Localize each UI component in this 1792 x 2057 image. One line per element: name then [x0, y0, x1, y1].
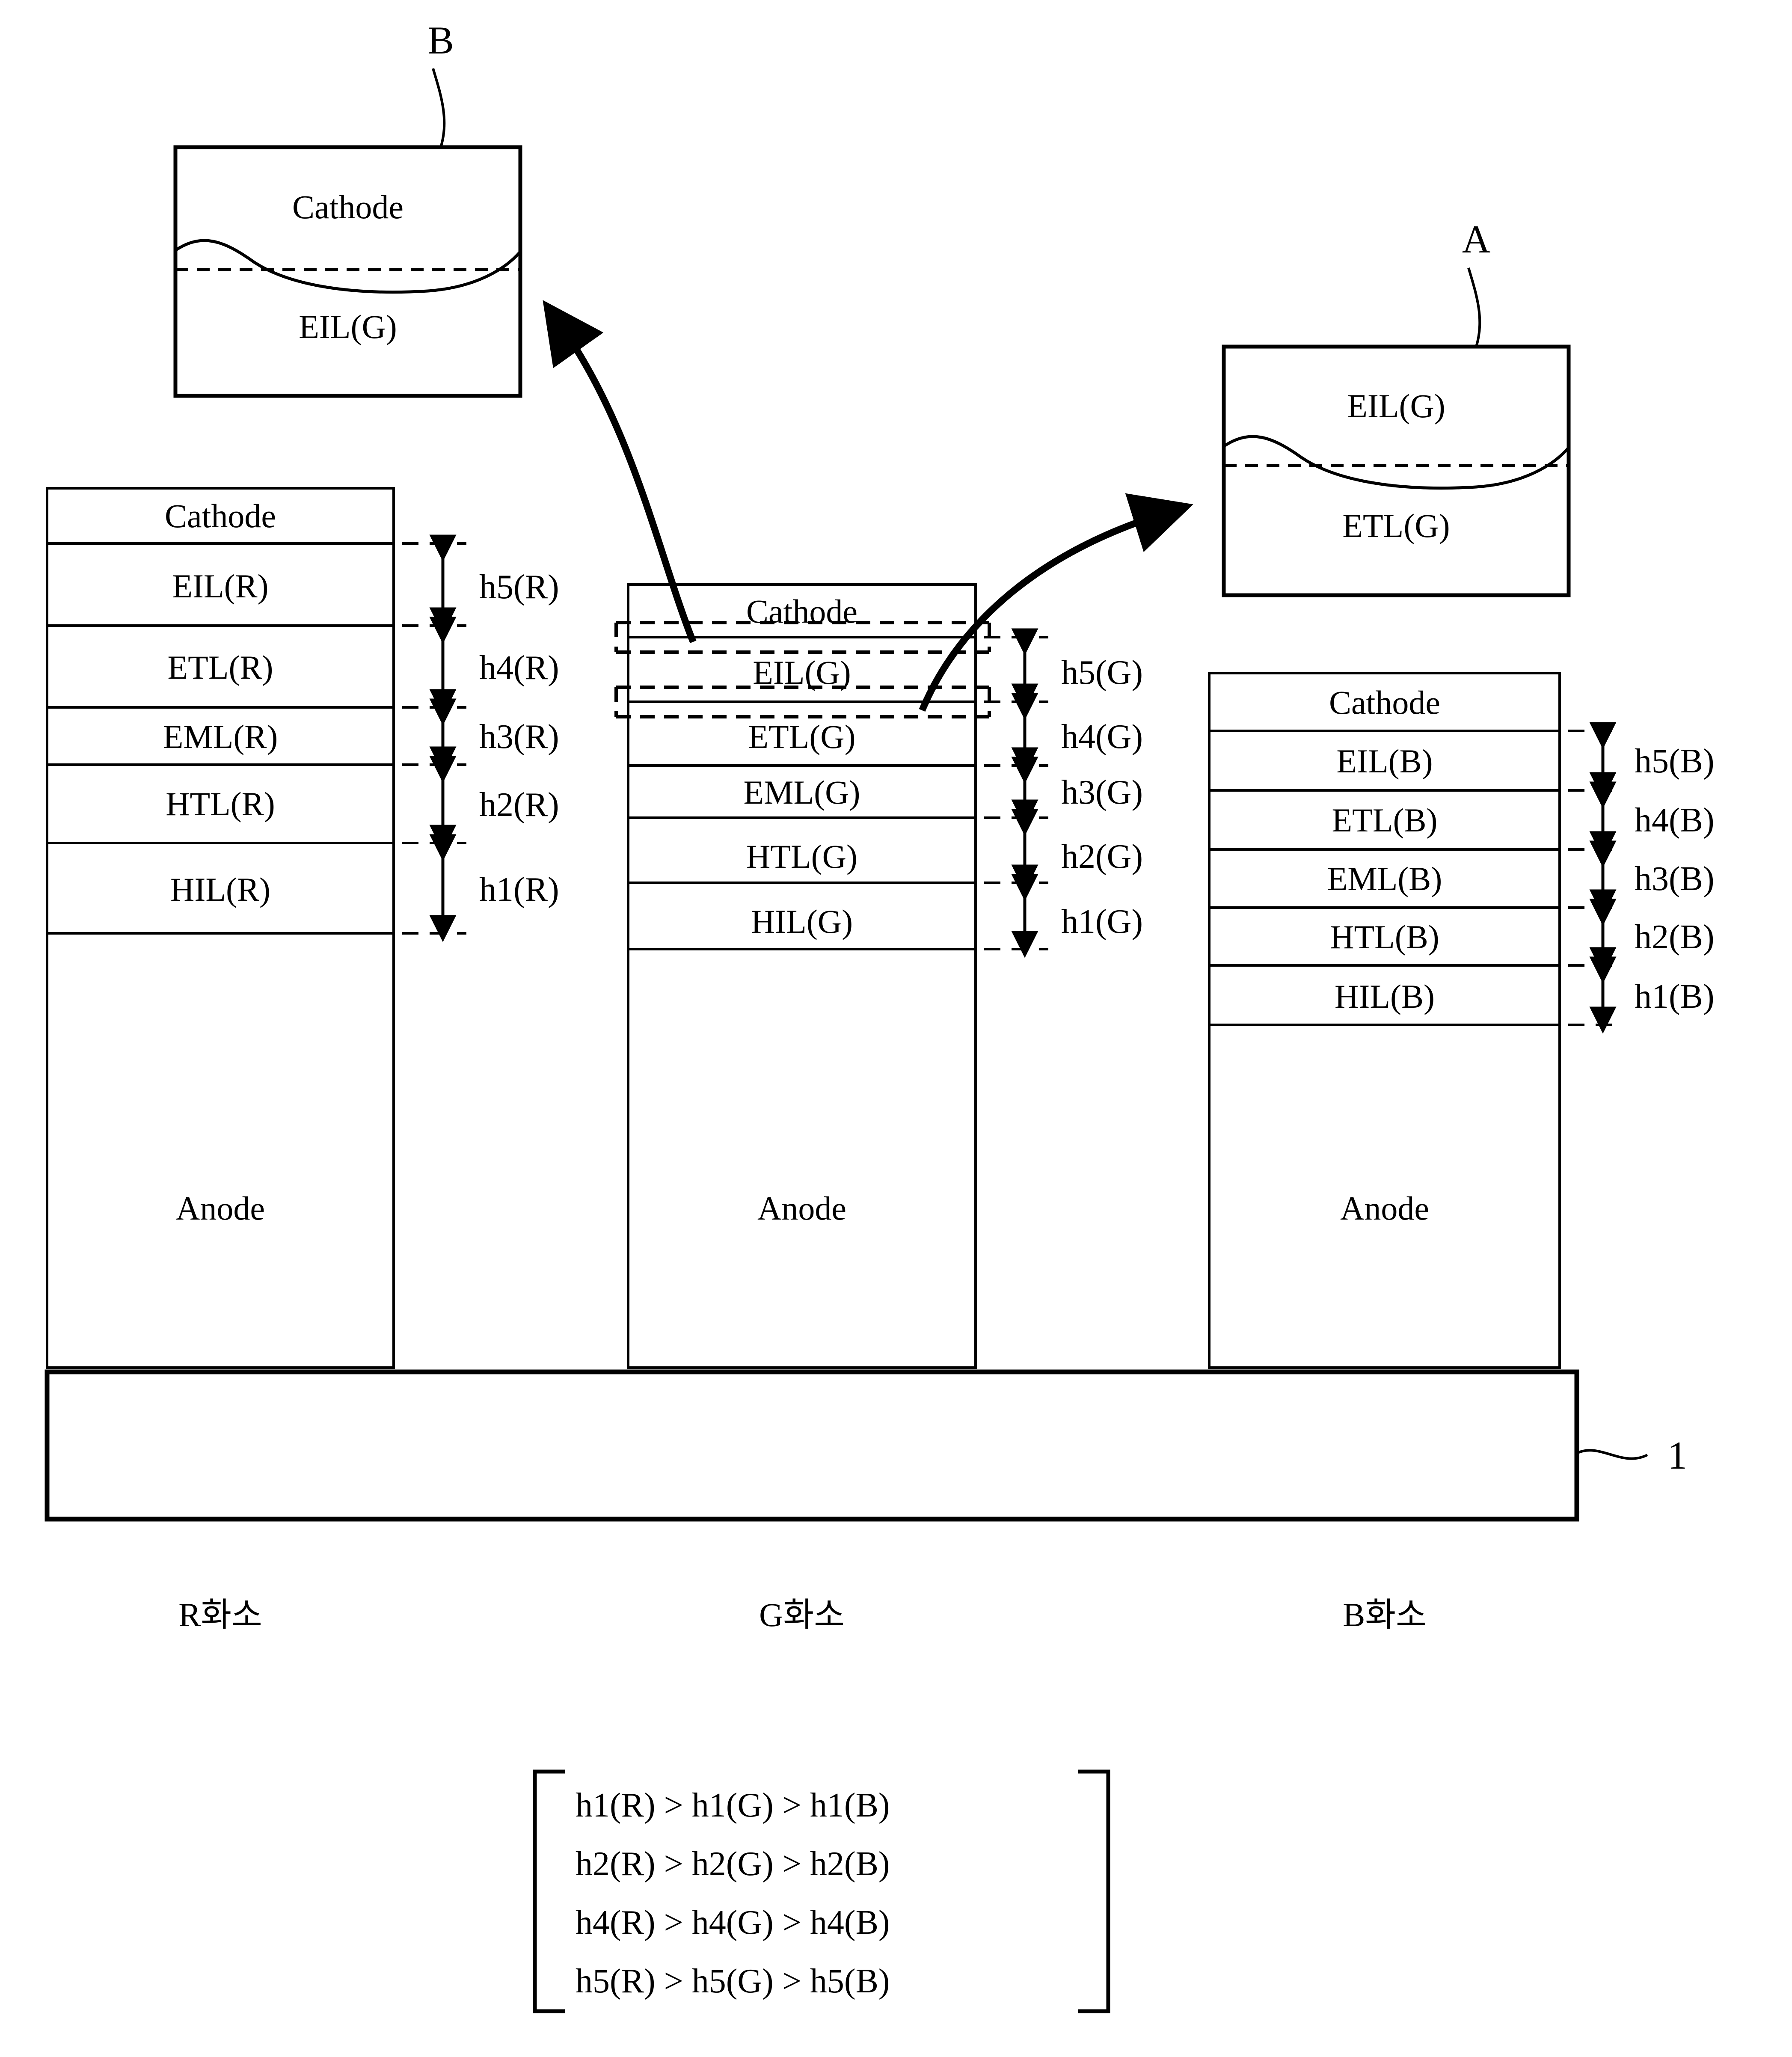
callout-a-label: A — [1462, 217, 1490, 261]
stack-g-height-h2: h2(G) — [1061, 838, 1143, 876]
stack-g-layer-hil: HIL(G) — [751, 903, 853, 940]
stack-b-height-h5: h5(B) — [1635, 742, 1715, 780]
stack-r-layer-anode: Anode — [176, 1190, 265, 1227]
stack-r-height-h5: h5(R) — [479, 568, 559, 606]
stack-r-layer-cathode: Cathode — [165, 497, 276, 534]
relations-bracket — [533, 1769, 1110, 2013]
stack-b-height-h4: h4(B) — [1635, 801, 1715, 839]
stack-g-height-h1: h1(G) — [1061, 903, 1143, 941]
stack-g: Cathode EIL(G) ETL(G) EML(G) HTL(G) HIL(… — [614, 583, 1143, 1369]
stack-r-height-h4: h4(R) — [479, 649, 559, 687]
stack-g-layer-eil: EIL(G) — [753, 654, 851, 691]
stack-r-layer-etl: ETL(R) — [168, 649, 273, 686]
detail-marker-box-bottom — [614, 686, 991, 718]
substrate: 1 — [45, 1369, 1687, 1522]
stack-g-layer-htl: HTL(G) — [746, 838, 857, 875]
stack-r: Cathode EIL(R) ETL(R) EML(R) HTL(R) HIL(… — [46, 487, 559, 1369]
relation-h2: h2(R) > h2(G) > h2(B) — [576, 1845, 890, 1883]
stack-b-layer-htl: HTL(B) — [1330, 918, 1439, 956]
detail-marker-box-top — [614, 621, 991, 654]
stack-r-height-h3: h3(R) — [479, 718, 559, 756]
stack-b-layer-etl: ETL(B) — [1332, 801, 1438, 839]
stack-r-height-h1: h1(R) — [479, 871, 559, 908]
stack-g-layer-eml: EML(G) — [744, 774, 860, 811]
stack-g-height-h5: h5(G) — [1061, 654, 1143, 692]
callout-arrow-b — [543, 300, 697, 643]
stack-b: Cathode EIL(B) ETL(B) EML(B) HTL(B) HIL(… — [1208, 672, 1715, 1369]
stack-r-layer-htl: HTL(R) — [166, 785, 275, 822]
stack-g-layer-etl: ETL(G) — [748, 718, 855, 755]
callout-box-b: Cathode EIL(G) B — [173, 18, 522, 398]
stack-b-height-h2: h2(B) — [1635, 918, 1715, 956]
stack-b-height-h1: h1(B) — [1635, 978, 1715, 1015]
stack-b-layer-anode: Anode — [1340, 1190, 1429, 1227]
callout-box-a: EIL(G) ETL(G) A — [1222, 217, 1571, 597]
stack-b-layer-cathode: Cathode — [1329, 684, 1440, 721]
stack-r-layer-eml: EML(R) — [163, 718, 278, 755]
stack-r-dimension-ticks — [402, 542, 466, 935]
callout-b-top-layer: Cathode — [292, 188, 403, 226]
stack-b-layer-hil: HIL(B) — [1335, 978, 1435, 1015]
callout-arrow-a — [919, 493, 1193, 712]
pixel-label-r: R화소 — [178, 1596, 262, 1633]
callout-a-bottom-layer: ETL(G) — [1342, 507, 1450, 544]
pixel-label-g: G화소 — [759, 1596, 845, 1633]
relation-h1: h1(R) > h1(G) > h1(B) — [576, 1787, 890, 1824]
relation-h4: h4(R) > h4(G) > h4(B) — [576, 1904, 890, 1941]
stack-r-layer-hil: HIL(R) — [170, 871, 270, 908]
stack-r-height-h2: h2(R) — [479, 786, 559, 824]
callout-b-label: B — [427, 18, 454, 62]
stack-b-layer-eil: EIL(B) — [1336, 742, 1433, 780]
stack-g-height-h4: h4(G) — [1061, 718, 1143, 756]
callout-a-top-layer: EIL(G) — [1347, 387, 1445, 424]
stack-b-dimension-ticks — [1568, 730, 1622, 1026]
stack-b-layer-eml: EML(B) — [1327, 860, 1442, 897]
substrate-label: 1 — [1667, 1434, 1687, 1477]
relation-h5: h5(R) > h5(G) > h5(B) — [576, 1962, 890, 2000]
pixel-label-b: B화소 — [1343, 1596, 1427, 1633]
stack-r-layer-eil: EIL(R) — [172, 567, 268, 605]
stack-b-height-h3: h3(B) — [1635, 860, 1715, 898]
stack-g-layer-anode: Anode — [757, 1190, 846, 1227]
stack-g-height-h3: h3(G) — [1061, 774, 1143, 811]
callout-b-bottom-layer: EIL(G) — [299, 308, 397, 345]
stack-g-dimension-ticks — [984, 636, 1048, 950]
